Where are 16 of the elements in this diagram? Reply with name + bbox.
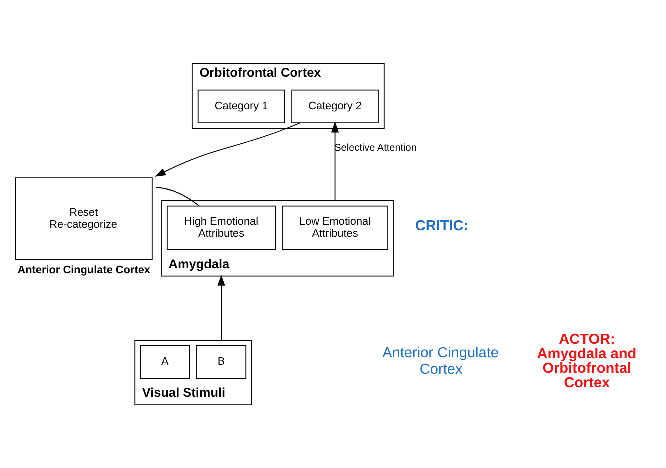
arrow (218, 274, 226, 340)
node-box: B (196, 345, 247, 379)
node-box: Category 2 (292, 89, 379, 123)
node-label: Anterior Cingulate Cortex (18, 264, 150, 276)
label: Anterior Cingulate Cortex (382, 345, 500, 378)
connector (156, 186, 200, 206)
arrow (331, 121, 340, 201)
node-box: Category 1 (198, 89, 286, 123)
edge-label: Selective Attention (334, 142, 417, 154)
node-box: Reset Re-categorize (16, 177, 153, 260)
arrow (155, 122, 301, 176)
node-box: High Emotional Attributes (166, 205, 276, 250)
node-box: Low Emotional Attributes (282, 205, 388, 250)
label: CRITIC: (415, 218, 469, 234)
label: ACTOR: Amygdala and Orbitofrontal Cortex (537, 331, 637, 392)
node-box: A (140, 345, 190, 379)
